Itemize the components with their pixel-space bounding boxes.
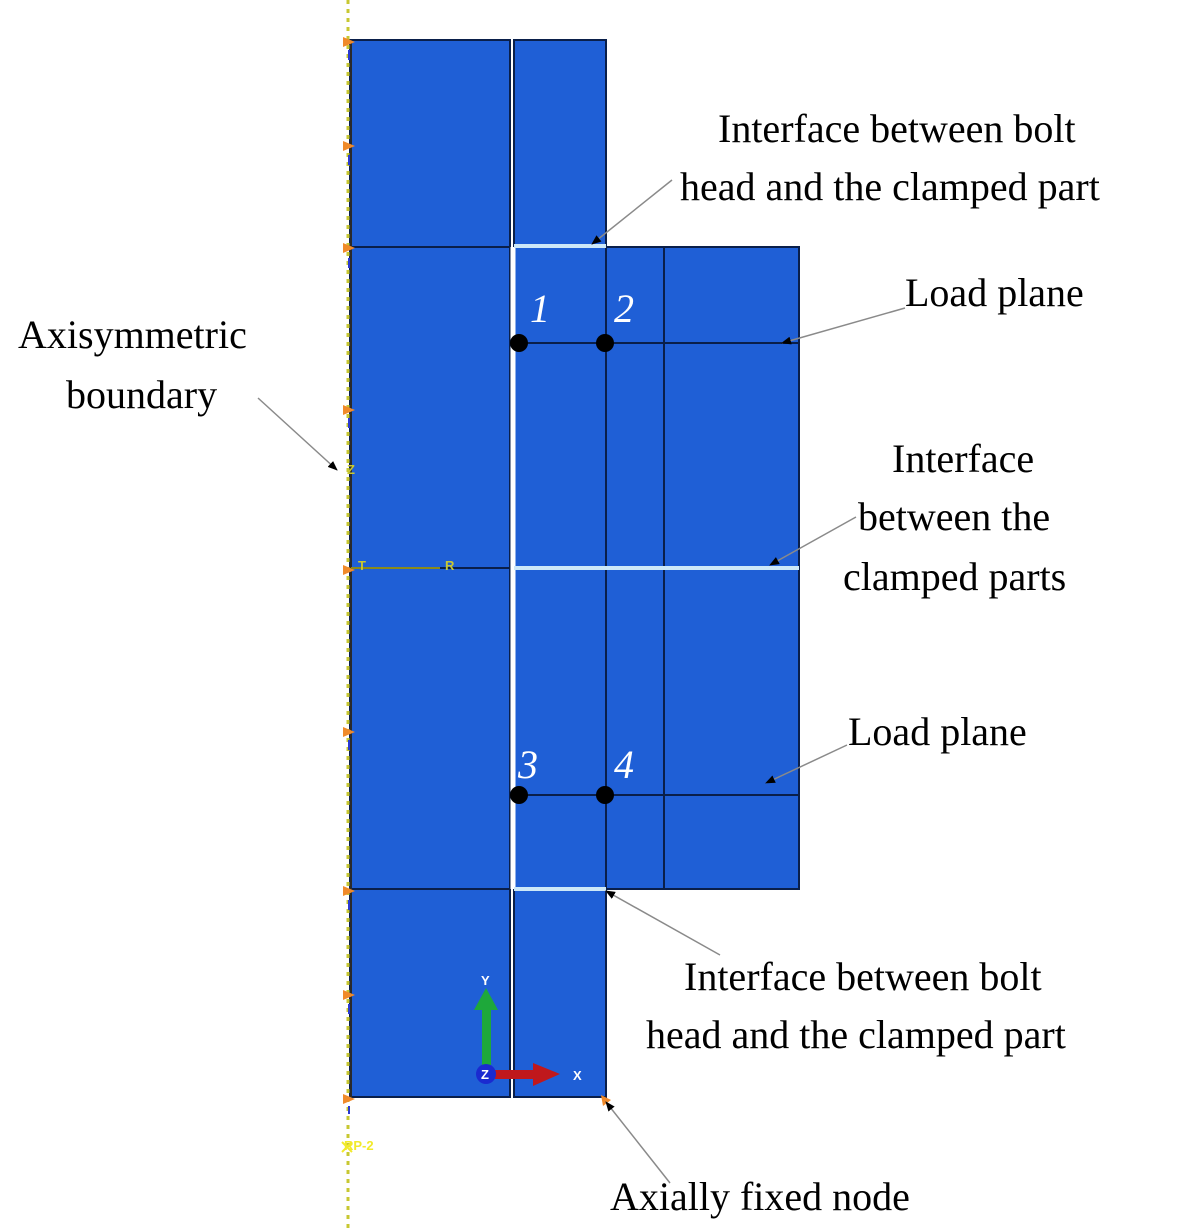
bolt-head-region <box>513 39 607 248</box>
node-1-marker <box>510 334 528 352</box>
leader-load-plane-bottom <box>765 744 848 784</box>
leader-axially-fixed <box>605 1101 671 1184</box>
mesh <box>349 39 800 1098</box>
bc-markers <box>343 37 611 1106</box>
nut-region <box>513 888 607 1098</box>
nodes: 1 2 3 4 <box>510 286 634 804</box>
leader-interface-bottom <box>605 890 721 956</box>
csys-r-label: R <box>445 558 455 573</box>
node-4-label: 4 <box>614 742 634 787</box>
label-load-plane-top: Load plane <box>905 270 1084 315</box>
local-csys: Z T R RP-2 <box>341 462 455 1153</box>
node-2-label: 2 <box>614 286 634 331</box>
csys-t-label: T <box>358 558 366 573</box>
node-4-marker <box>596 786 614 804</box>
csys-z-label: Z <box>347 462 355 477</box>
node-1-label: 1 <box>530 286 550 331</box>
global-triad: Y X Z <box>474 973 582 1086</box>
label-interface-top-1: Interface between bolt <box>718 106 1076 151</box>
leader-load-plane-top <box>781 307 906 345</box>
triad-y-label: Y <box>481 973 490 988</box>
node-3-marker <box>510 786 528 804</box>
label-interface-mid-2: between the <box>858 494 1050 539</box>
label-axisymmetric-2: boundary <box>66 372 217 417</box>
triad-z-label: Z <box>481 1067 489 1082</box>
label-interface-top-2: head and the clamped part <box>680 164 1100 209</box>
node-3-label: 3 <box>517 742 538 787</box>
node-2-marker <box>596 334 614 352</box>
label-interface-bottom-1: Interface between bolt <box>684 954 1042 999</box>
label-axisymmetric-1: Axisymmetric <box>18 312 247 357</box>
leader-interface-top <box>591 179 673 245</box>
leader-lines <box>257 179 906 1184</box>
label-interface-mid-1: Interface <box>892 436 1034 481</box>
label-interface-mid-3: clamped parts <box>843 554 1066 599</box>
triad-x-label: X <box>573 1068 582 1083</box>
label-axially-fixed-node: Axially fixed node <box>610 1174 910 1219</box>
label-load-plane-bottom: Load plane <box>848 709 1027 754</box>
annotations: Axisymmetric boundary Interface between … <box>18 106 1100 1219</box>
label-interface-bottom-2: head and the clamped part <box>646 1012 1066 1057</box>
leader-axisymmetric <box>257 397 338 471</box>
leader-interface-mid <box>769 516 857 566</box>
